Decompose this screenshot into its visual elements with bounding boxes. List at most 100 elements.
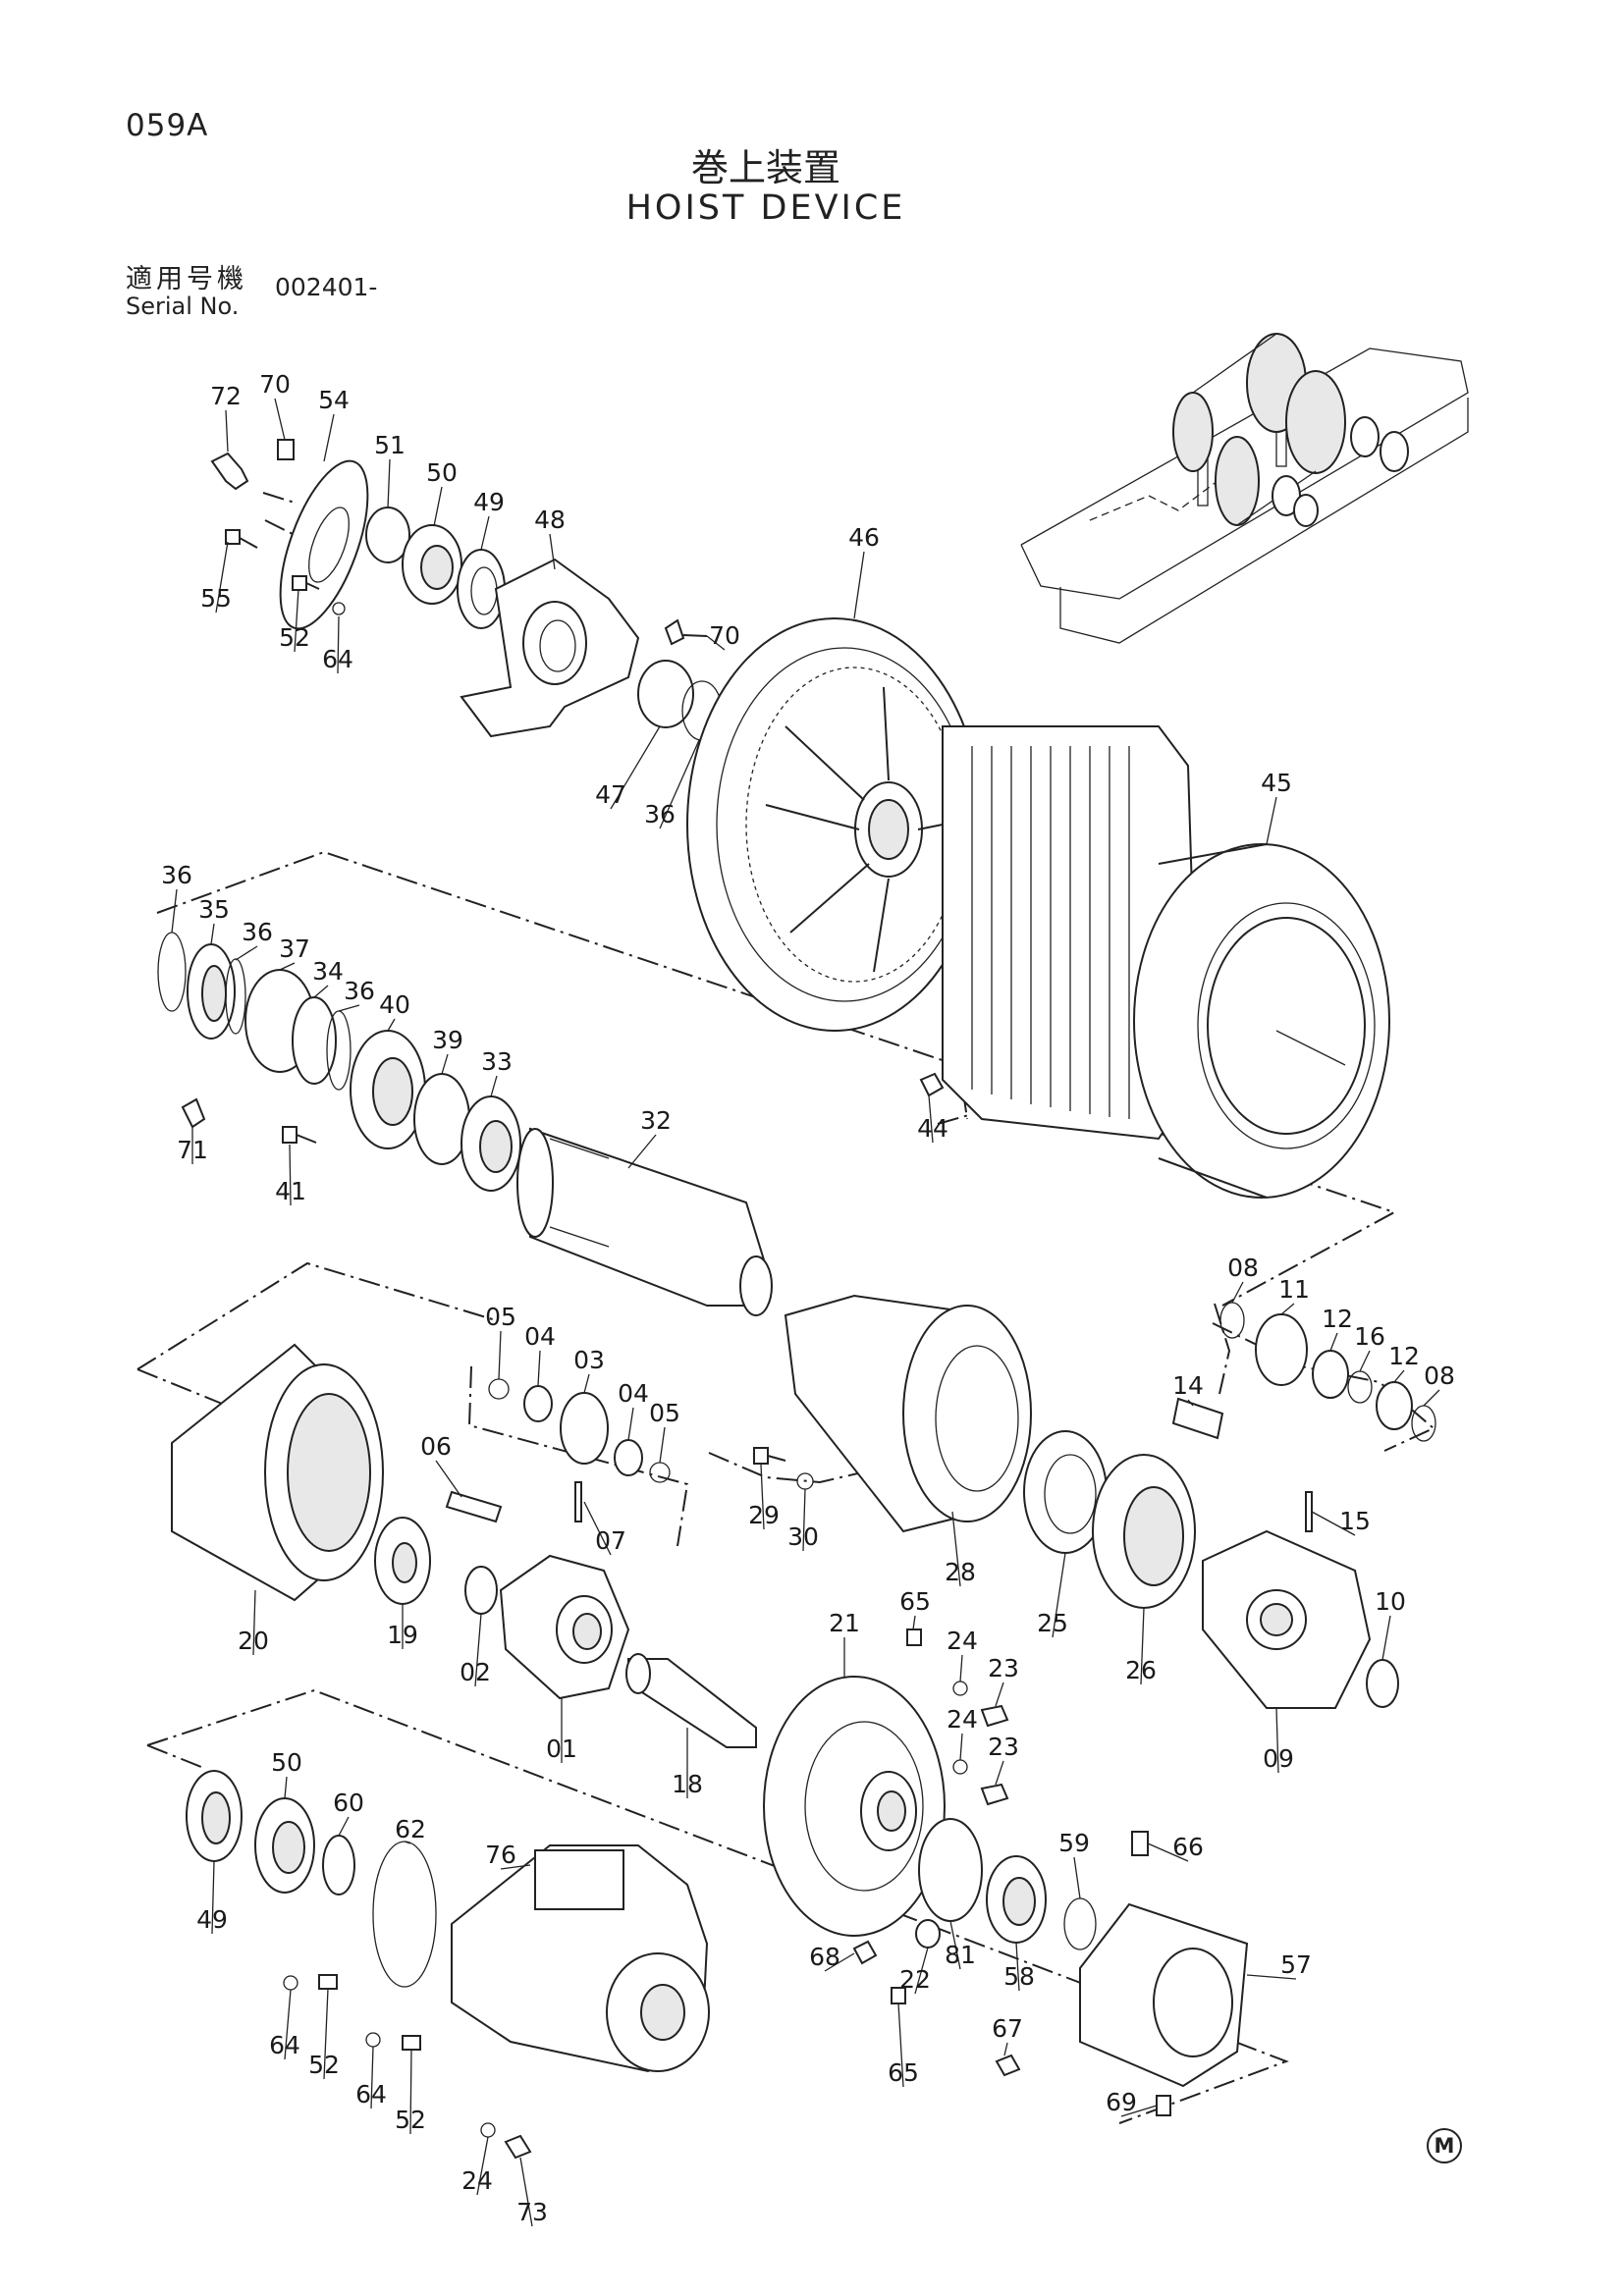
callout-leader-41 bbox=[289, 1144, 292, 1206]
callout-leader-14 bbox=[1187, 1399, 1194, 1407]
callout-leader-44 bbox=[928, 1095, 934, 1144]
callout-leader-49 bbox=[211, 1860, 215, 1935]
part-number-59: 59 bbox=[1058, 1829, 1090, 1857]
callout-leader-55 bbox=[215, 541, 229, 614]
callout-leader-05 bbox=[498, 1330, 502, 1380]
callout-leader-15 bbox=[1311, 1511, 1356, 1536]
callout-leader-57 bbox=[1246, 1974, 1297, 1980]
part-number-37: 37 bbox=[279, 934, 310, 963]
callout-leader-52 bbox=[323, 1988, 329, 2080]
callout-leader-72 bbox=[225, 409, 229, 453]
callout-leader-28 bbox=[951, 1511, 961, 1587]
part-number-64: 64 bbox=[269, 2031, 300, 2059]
part-number-60: 60 bbox=[333, 1789, 364, 1817]
callout-leader-33 bbox=[490, 1075, 498, 1097]
part-number-44: 44 bbox=[917, 1114, 948, 1143]
callout-leader-09 bbox=[1275, 1707, 1279, 1774]
part-number-22: 22 bbox=[899, 1965, 931, 1994]
part-number-08: 08 bbox=[1227, 1254, 1259, 1282]
callout-leader-40 bbox=[387, 1018, 396, 1032]
part-number-70: 70 bbox=[259, 370, 291, 399]
callout-leader-05 bbox=[659, 1426, 666, 1464]
part-number-23: 23 bbox=[988, 1733, 1019, 1761]
part-number-01: 01 bbox=[546, 1735, 577, 1763]
part-number-64: 64 bbox=[322, 645, 353, 673]
part-number-21: 21 bbox=[829, 1609, 860, 1637]
callout-leader-26 bbox=[1140, 1607, 1145, 1685]
part-number-69: 69 bbox=[1106, 2088, 1137, 2116]
callout-leader-45 bbox=[1266, 796, 1277, 845]
part-number-55: 55 bbox=[200, 584, 232, 613]
part-number-14: 14 bbox=[1172, 1371, 1204, 1400]
callout-leader-65 bbox=[912, 1615, 916, 1630]
callout-leader-52 bbox=[294, 588, 299, 653]
callout-leader-02 bbox=[474, 1613, 482, 1687]
callout-leader-60 bbox=[338, 1816, 350, 1837]
part-number-45: 45 bbox=[1261, 769, 1292, 797]
part-number-05: 05 bbox=[649, 1399, 680, 1427]
part-number-52: 52 bbox=[308, 2051, 340, 2079]
callout-leader-73 bbox=[519, 2157, 533, 2227]
callout-leader-64 bbox=[370, 2046, 374, 2109]
part-number-35: 35 bbox=[198, 895, 230, 924]
part-number-50: 50 bbox=[271, 1748, 302, 1777]
part-number-76: 76 bbox=[485, 1841, 516, 1869]
part-number-64: 64 bbox=[355, 2080, 387, 2109]
callout-leader-34 bbox=[313, 985, 329, 998]
part-number-15: 15 bbox=[1339, 1507, 1371, 1535]
drum-gear-assembly bbox=[686, 617, 1390, 1199]
callout-leader-52 bbox=[409, 2049, 412, 2135]
part-number-70: 70 bbox=[709, 621, 740, 650]
callout-leader-37 bbox=[279, 962, 296, 971]
callout-leader-36 bbox=[235, 945, 258, 961]
callout-leader-24 bbox=[959, 1733, 963, 1761]
part-number-41: 41 bbox=[275, 1177, 306, 1205]
callout-leader-67 bbox=[1003, 2042, 1008, 2056]
callout-leader-36 bbox=[659, 739, 700, 829]
callout-leader-35 bbox=[210, 923, 215, 945]
m-marker-symbol: M bbox=[1427, 2128, 1462, 2163]
callout-leader-65 bbox=[897, 2002, 904, 2088]
part-number-25: 25 bbox=[1037, 1609, 1068, 1637]
callout-leader-23 bbox=[995, 1682, 1004, 1707]
callout-leader-04 bbox=[627, 1407, 634, 1441]
part-number-24: 24 bbox=[947, 1705, 978, 1734]
part-number-36: 36 bbox=[242, 918, 273, 946]
part-number-24: 24 bbox=[461, 2166, 493, 2195]
part-number-54: 54 bbox=[318, 386, 350, 414]
callout-leader-11 bbox=[1280, 1303, 1295, 1315]
part-number-36: 36 bbox=[644, 800, 676, 828]
part-number-28: 28 bbox=[945, 1558, 976, 1586]
part-number-32: 32 bbox=[640, 1106, 672, 1135]
planetary-gear-group bbox=[445, 1302, 1436, 1709]
part-number-65: 65 bbox=[888, 2058, 919, 2087]
part-number-65: 65 bbox=[899, 1587, 931, 1616]
callout-leader-12 bbox=[1329, 1332, 1338, 1352]
part-number-20: 20 bbox=[238, 1627, 269, 1655]
part-number-04: 04 bbox=[618, 1379, 649, 1408]
callout-leader-03 bbox=[583, 1373, 590, 1394]
part-number-34: 34 bbox=[312, 957, 344, 986]
part-number-36: 36 bbox=[161, 861, 192, 889]
part-number-46: 46 bbox=[848, 523, 880, 552]
part-number-72: 72 bbox=[210, 382, 242, 410]
callout-leader-81 bbox=[949, 1920, 961, 1970]
part-number-58: 58 bbox=[1003, 1962, 1035, 1991]
part-number-81: 81 bbox=[945, 1941, 976, 1969]
part-number-36: 36 bbox=[344, 977, 375, 1005]
callout-leader-50 bbox=[284, 1776, 288, 1799]
callout-leader-46 bbox=[853, 551, 865, 619]
callout-leader-24 bbox=[476, 2136, 489, 2196]
part-number-23: 23 bbox=[988, 1654, 1019, 1682]
part-number-50: 50 bbox=[426, 458, 458, 487]
callout-leader-58 bbox=[1015, 1942, 1020, 1992]
callout-leader-10 bbox=[1381, 1615, 1391, 1661]
callout-leader-08 bbox=[1423, 1389, 1440, 1407]
callout-leader-16 bbox=[1359, 1350, 1371, 1372]
part-number-30: 30 bbox=[787, 1522, 819, 1551]
callout-leader-32 bbox=[627, 1134, 657, 1169]
part-number-47: 47 bbox=[595, 780, 626, 809]
callout-leader-25 bbox=[1052, 1552, 1066, 1638]
